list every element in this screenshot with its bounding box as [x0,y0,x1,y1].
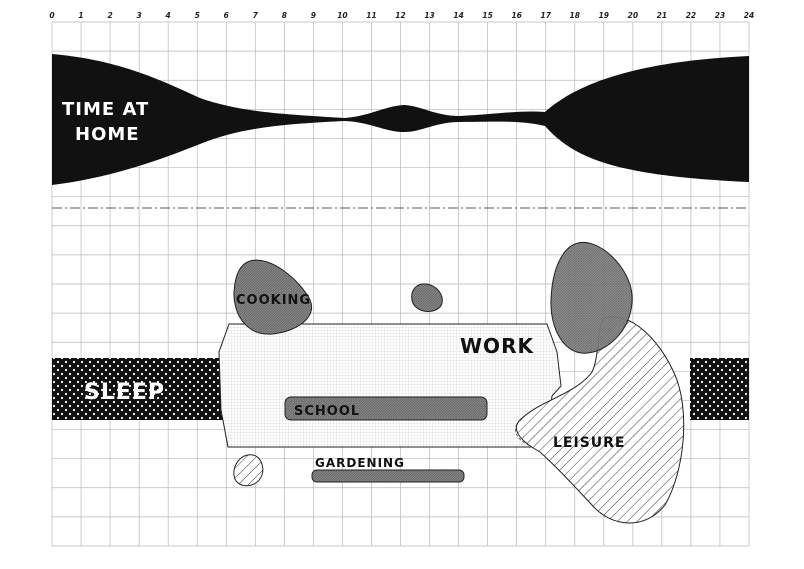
hour-label: 1 [78,11,83,20]
time-at-home-label-line1: TIME AT [62,99,149,120]
cooking-label: COOKING [236,293,311,308]
hour-label: 10 [337,11,347,20]
hour-label: 2 [107,11,112,20]
hour-label: 15 [482,11,492,20]
hour-label: 5 [195,11,200,20]
hour-label: 13 [424,11,434,20]
time-at-home-stream [52,54,749,185]
hour-label: 18 [570,11,580,20]
hour-label: 22 [686,11,696,20]
hour-label: 8 [282,11,287,20]
hour-label: 23 [715,11,725,20]
sleep-label: SLEEP [84,380,165,405]
school-bar [284,396,488,421]
hour-label: 14 [453,11,463,20]
hour-label: 19 [599,11,609,20]
leisure-label: LEISURE [553,435,626,451]
gardening-label: GARDENING [315,456,405,470]
sleep-block-late [690,358,749,420]
hour-label: 21 [657,11,667,20]
hour-label: 0 [49,11,54,20]
gardening-bar [311,469,465,483]
hour-label: 4 [166,11,171,20]
small-hatched-blob [233,454,264,487]
cooking-blob [233,259,313,335]
hour-label: 16 [511,11,521,20]
hour-label: 9 [311,11,316,20]
sleep-block-night [52,358,227,420]
work-label: WORK [460,334,534,358]
small-activity-blob [411,283,443,312]
school-label: SCHOOL [294,404,360,419]
leisure-dashed-edge [515,419,531,447]
hour-label: 11 [366,11,376,20]
hour-label: 20 [628,11,638,20]
time-at-home-label-line2: HOME [75,124,140,145]
hour-label: 17 [540,11,551,20]
hour-label: 6 [224,11,229,20]
leisure-blob [515,316,685,524]
hour-label: 3 [137,11,142,20]
hour-label: 7 [253,11,259,20]
hour-label: 24 [744,11,754,20]
evening-activity-blob [550,242,633,354]
hour-label: 12 [395,11,405,20]
